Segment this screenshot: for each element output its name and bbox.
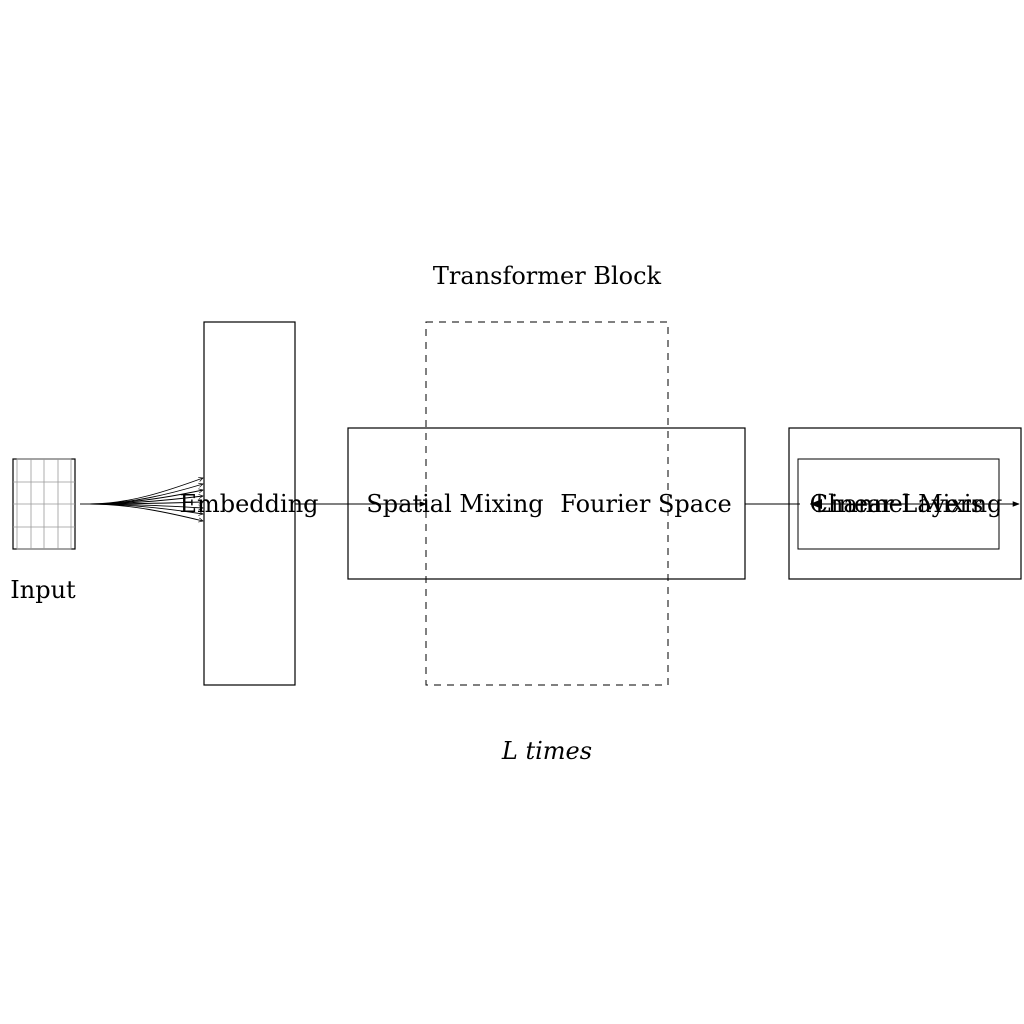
input-to-embedding-arrows <box>80 478 203 521</box>
transformer-block-box <box>425 321 669 686</box>
channel-mixing-box <box>788 427 1022 580</box>
input-label: Input <box>10 576 76 604</box>
fourier-space-label: Fourier Space <box>560 490 731 518</box>
input-grid <box>12 458 76 550</box>
repeat-label: L times <box>501 737 592 765</box>
spatial-mixing-label: Spatial Mixing <box>366 490 543 518</box>
transformer-block-label: Transformer Block <box>433 262 662 290</box>
output-arrow-back-head <box>810 499 822 509</box>
